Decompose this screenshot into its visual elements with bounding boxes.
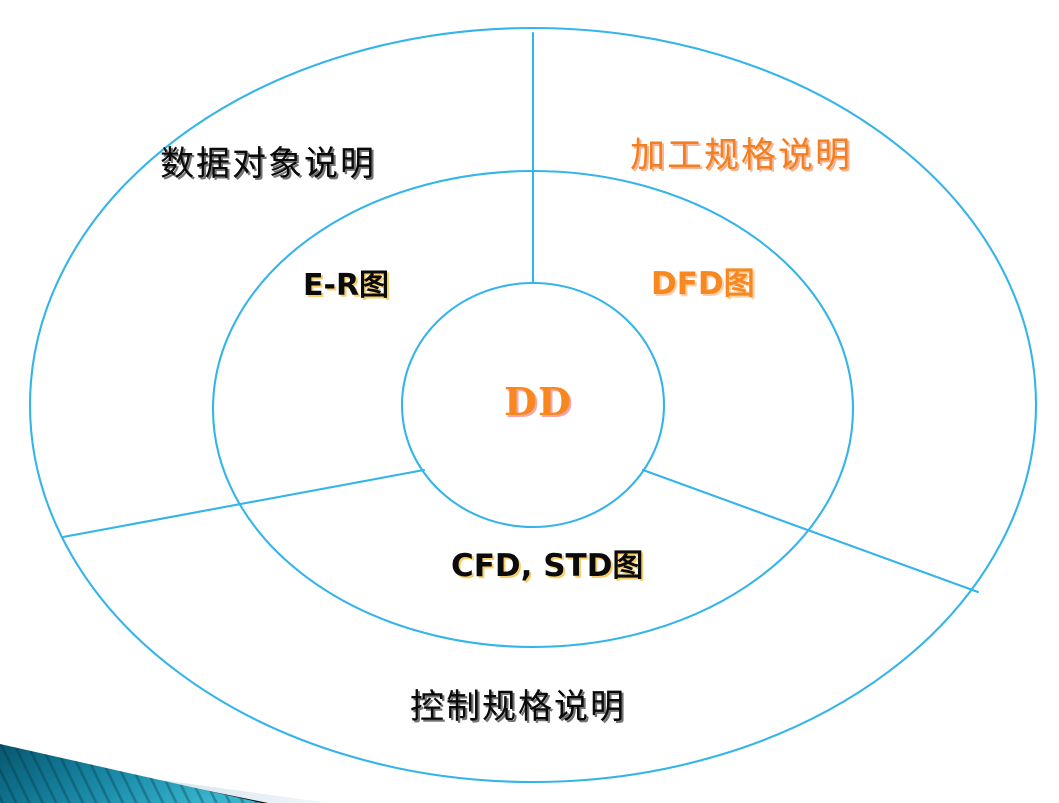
- outer-ring-outline: [28, 26, 1038, 784]
- spoke-lower-right-icon: [641, 468, 980, 594]
- outer-ring-label-left: 数据对象说明: [160, 144, 376, 184]
- middle-ring-label-bottom: CFD, STD图: [451, 548, 644, 584]
- middle-ring-label-left: E-R图: [303, 268, 390, 303]
- ring-spokes: [61, 31, 980, 594]
- core-circle-label: DD: [504, 379, 572, 424]
- outer-ring-label-right: 加工规格说明: [630, 136, 853, 176]
- ring-outlines: [28, 26, 1038, 784]
- middle-ring-label-right: DFD图: [651, 266, 755, 302]
- outer-ring-label-bottom: 控制规格说明: [410, 687, 626, 727]
- core-circle-outline: [400, 281, 666, 529]
- spoke-lower-left-icon: [61, 468, 426, 539]
- middle-ring-outline: [211, 169, 855, 649]
